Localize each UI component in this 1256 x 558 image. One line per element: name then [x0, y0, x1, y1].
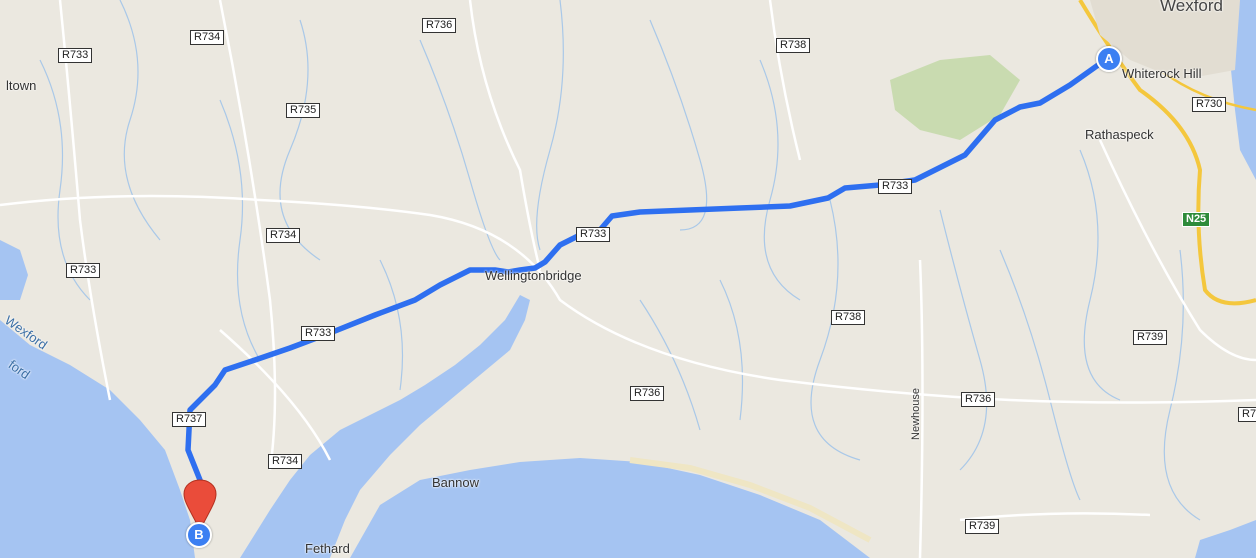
destination-pin — [183, 479, 217, 532]
road-label-r733: R733 — [58, 48, 93, 63]
road-label-r733: R733 — [66, 263, 101, 278]
ballyteige-bay — [350, 458, 870, 558]
left-water — [0, 240, 28, 300]
place-label-newhouse: Newhouse — [909, 388, 922, 440]
road-label-r736: R736 — [630, 386, 665, 401]
east-water — [1195, 520, 1256, 558]
road-label-r734: R734 — [190, 30, 225, 45]
road-label-r736: R736 — [961, 392, 996, 407]
route-start-marker[interactable]: A — [1096, 46, 1122, 72]
road-label-r736: R736 — [422, 18, 457, 33]
forest-area — [890, 55, 1020, 140]
place-label-wellingtonbridge: Wellingtonbridge — [485, 268, 582, 283]
place-label-itown: ltown — [6, 78, 37, 93]
road-label-r733: R733 — [878, 179, 913, 194]
road-label-r739: R739 — [965, 519, 1000, 534]
road-label-r739: R739 — [1133, 330, 1168, 345]
road-label-r735: R735 — [286, 103, 321, 118]
road-label-r738: R738 — [776, 38, 811, 53]
place-label-rathaspeck: Rathaspeck — [1085, 127, 1154, 142]
road-label-r733: R733 — [576, 227, 611, 242]
place-label-bannow: Bannow — [432, 475, 479, 490]
place-label-wexford: Wexford — [1160, 0, 1223, 15]
place-label-fethard: Fethard — [305, 541, 350, 556]
route-line — [185, 55, 1111, 533]
route-end-marker[interactable]: B — [186, 522, 212, 548]
wexford-town — [1090, 0, 1240, 80]
road-label-n25: N25 — [1182, 212, 1211, 227]
bannow-bay — [240, 295, 530, 558]
beach — [629, 457, 872, 543]
road-label-r7: R7 — [1238, 407, 1256, 422]
road-label-r734: R734 — [266, 228, 301, 243]
road-label-r734: R734 — [268, 454, 303, 469]
road-label-r737: R737 — [172, 412, 207, 427]
road-label-r730: R730 — [1192, 97, 1227, 112]
road-label-r733: R733 — [301, 326, 336, 341]
road-label-r738: R738 — [831, 310, 866, 325]
place-label-whiterock-hill: Whiterock Hill — [1122, 66, 1202, 81]
rivers — [39, 0, 1201, 521]
left-estuary — [0, 320, 195, 558]
